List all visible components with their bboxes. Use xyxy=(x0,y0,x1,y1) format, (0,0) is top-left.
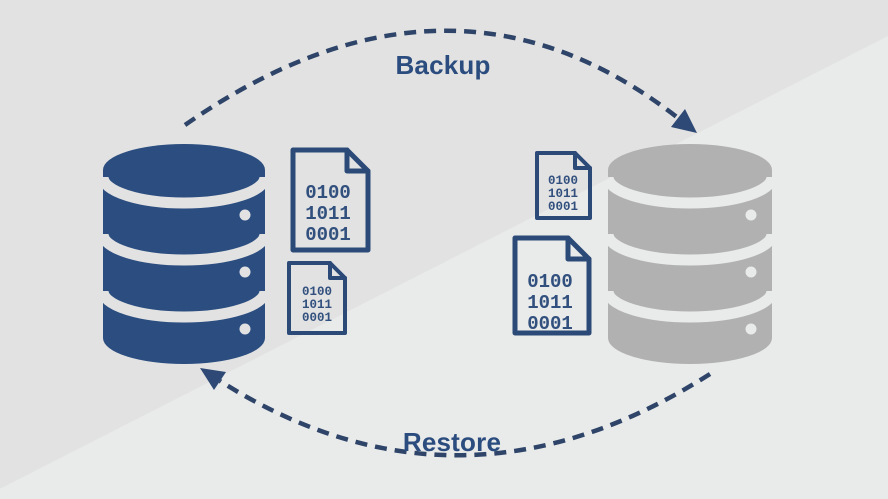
restore-arrowhead-icon xyxy=(200,368,226,390)
binary-file-icon-left-large: 0100 1011 0001 xyxy=(290,147,371,253)
binary-text-line: 0001 xyxy=(548,200,578,214)
binary-text-line: 1011 xyxy=(305,203,351,225)
binary-text-line: 0001 xyxy=(302,311,332,325)
binary-text-line: 0100 xyxy=(527,271,573,293)
backup-database-cylinder xyxy=(608,144,772,364)
binary-text-line: 1011 xyxy=(302,298,332,312)
binary-text-line: 0001 xyxy=(527,313,573,335)
backup-arc-dashed-line xyxy=(183,28,680,127)
document-outline xyxy=(290,147,371,253)
binary-text-line: 1011 xyxy=(548,187,578,201)
document-outline xyxy=(535,151,592,220)
backup-label: Backup xyxy=(395,50,491,80)
backup-arrow xyxy=(183,28,697,133)
source-database-icon xyxy=(103,144,265,364)
backup-arrowhead-icon xyxy=(671,109,697,133)
binary-text-line: 0100 xyxy=(305,182,351,204)
binary-text-line: 0001 xyxy=(305,224,351,246)
binary-text-line: 1011 xyxy=(527,292,573,314)
document-outline xyxy=(287,261,347,335)
binary-file-icon-right-large: 0100 1011 0001 xyxy=(512,235,592,336)
document-fold-corner xyxy=(565,235,592,262)
backup-database-icon xyxy=(608,144,772,364)
document-fold-corner xyxy=(573,151,592,170)
restore-arrow xyxy=(200,368,712,458)
document-fold-corner xyxy=(344,147,371,174)
restore-label: Restore xyxy=(402,427,502,457)
document-outline xyxy=(512,235,592,336)
binary-file-icon-left-small: 0100 1011 0001 xyxy=(287,261,347,335)
source-database-cylinder xyxy=(103,144,265,364)
binary-text-line: 0100 xyxy=(548,174,578,188)
restore-arc-dashed-line xyxy=(218,372,712,458)
document-fold-corner xyxy=(328,261,347,280)
binary-file-icon-right-small: 0100 1011 0001 xyxy=(535,151,592,220)
binary-text-line: 0100 xyxy=(302,285,332,299)
